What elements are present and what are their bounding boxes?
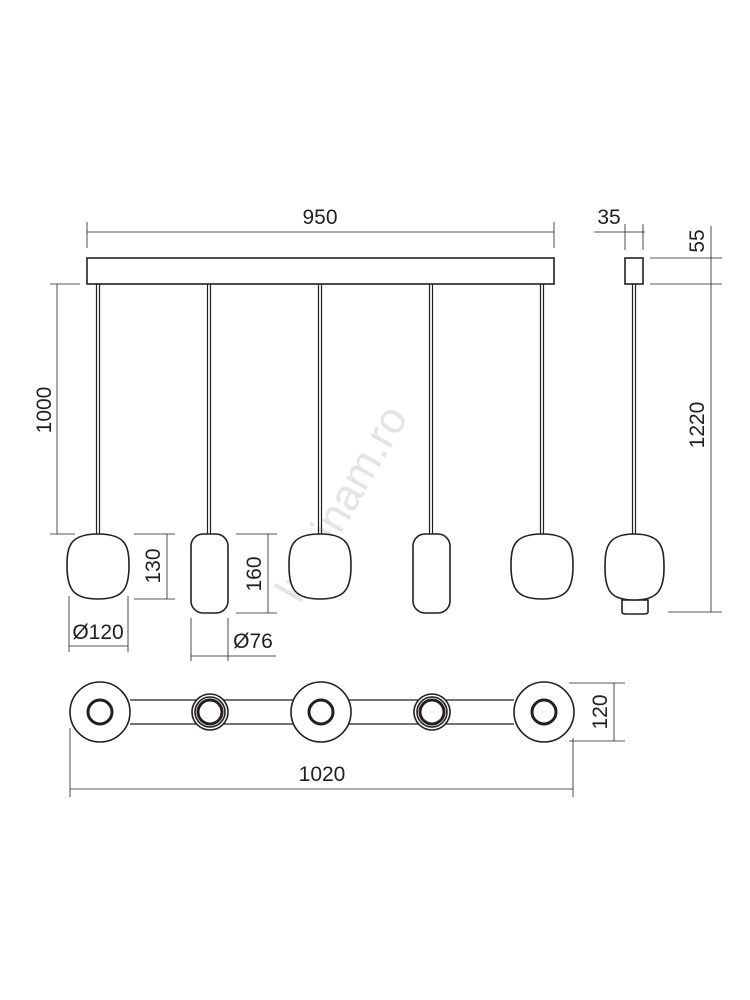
- dim-cable-length: 1000: [33, 283, 80, 535]
- cylinder-shade: [190, 533, 229, 614]
- top-view: 120 1020: [69, 681, 625, 797]
- round-shade: [510, 533, 574, 600]
- pendant-round: [510, 284, 574, 600]
- canopy: [624, 257, 644, 285]
- svg-text:35: 35: [597, 206, 620, 229]
- svg-text:130: 130: [142, 548, 165, 583]
- dim-bar-length: 950: [86, 206, 555, 248]
- svg-text:1000: 1000: [33, 387, 56, 434]
- round-shade: [288, 533, 352, 600]
- top-view-shade-small: [191, 693, 229, 731]
- dim-cylinder-shade-diameter: Ø76: [190, 618, 276, 661]
- cylinder-shade: [412, 533, 451, 614]
- top-view-shade-big: [69, 681, 131, 743]
- pendant-round: [66, 284, 130, 600]
- pendants-front-view: [66, 284, 574, 614]
- pendant-cyl: [190, 284, 229, 614]
- side-view: 35 55 1220: [594, 206, 722, 615]
- top-view-shade-big: [290, 681, 352, 743]
- side-shade-cap: [621, 599, 649, 615]
- dim-cylinder-shade-height: 160: [236, 533, 277, 614]
- top-view-shade-small: [413, 693, 451, 731]
- pendant-round: [288, 284, 352, 600]
- svg-text:160: 160: [243, 556, 266, 591]
- dim-round-shade-height: 130: [134, 533, 175, 600]
- side-shade: [604, 533, 665, 601]
- svg-text:1220: 1220: [686, 402, 709, 449]
- svg-text:1020: 1020: [299, 763, 346, 786]
- svg-text:120: 120: [589, 694, 612, 729]
- svg-text:Ø120: Ø120: [72, 621, 123, 644]
- svg-text:Ø76: Ø76: [233, 630, 273, 653]
- dim-round-shade-diameter: Ø120: [68, 596, 129, 652]
- pendant-cyl: [412, 284, 451, 614]
- round-shade: [66, 533, 130, 600]
- ceiling-bar: [86, 257, 555, 285]
- svg-text:55: 55: [686, 229, 709, 252]
- top-view-shade-big: [513, 681, 575, 743]
- svg-text:950: 950: [302, 206, 337, 229]
